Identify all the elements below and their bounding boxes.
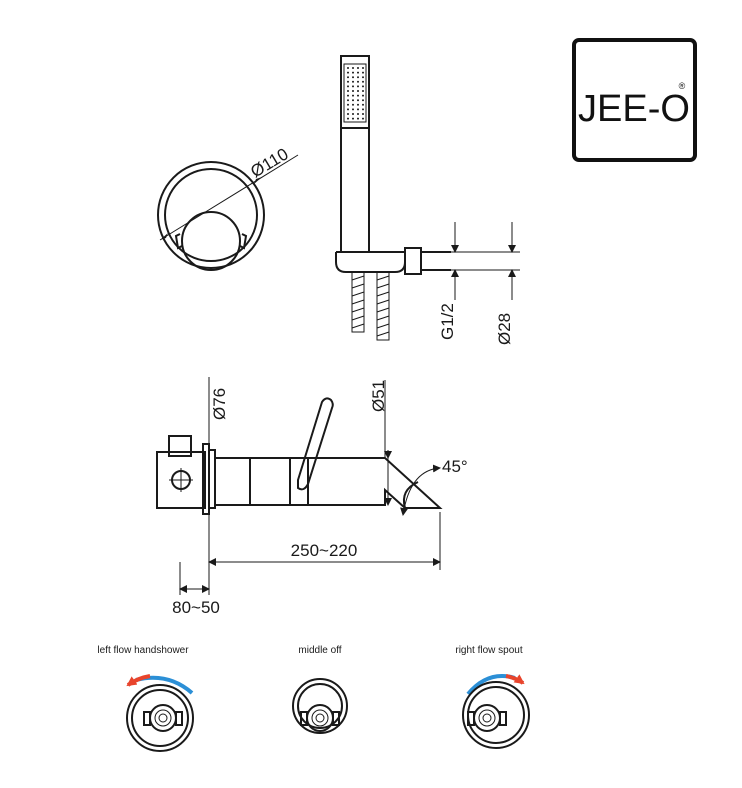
spray-nozzle-dot	[357, 85, 359, 88]
spray-nozzle-dot	[352, 103, 354, 106]
spray-nozzle-dot	[362, 99, 364, 102]
spray-nozzle-dot	[357, 113, 359, 115]
position-right-flow: right flow spout	[455, 645, 530, 749]
spray-nozzle-dot	[347, 90, 349, 92]
spray-nozzle-dot	[347, 71, 349, 74]
spray-nozzle-dot	[362, 94, 364, 97]
spray-nozzle-dot	[352, 76, 354, 79]
spray-nozzle-dot	[347, 117, 349, 120]
spray-nozzle-dot	[347, 85, 349, 88]
angle-label: 45°	[442, 457, 468, 476]
spray-nozzle-dot	[357, 67, 359, 69]
spray-nozzle-dot	[362, 67, 364, 69]
spray-nozzle-dot	[352, 99, 354, 102]
depth-label: 80~50	[172, 598, 220, 617]
registered-mark: ®	[679, 81, 686, 91]
spray-nozzle-dot	[362, 117, 364, 120]
spray-nozzle-dot	[352, 67, 354, 69]
position-label-middle: middle off	[298, 645, 341, 656]
spray-nozzle-dot	[357, 76, 359, 79]
hose-right	[376, 271, 390, 341]
brand-logo: JEE-O ®	[572, 38, 697, 162]
spray-nozzle-dot	[347, 99, 349, 102]
spray-nozzle-dot	[347, 103, 349, 106]
spray-nozzle-dot	[362, 80, 364, 83]
spray-nozzle-dot	[357, 94, 359, 97]
spray-nozzle-dot	[347, 67, 349, 69]
ring-diameter-label: Ø110	[247, 144, 291, 181]
spray-nozzle-dot	[347, 113, 349, 115]
mixer-side-view: Ø76 Ø51 45° 250~220 80~50	[156, 377, 468, 617]
position-middle-off: middle off	[292, 645, 348, 734]
spray-nozzle-dot	[362, 113, 364, 115]
holder-diameter-label: Ø28	[495, 313, 514, 345]
spray-nozzle-dot	[357, 71, 359, 74]
spray-nozzle-dot	[347, 76, 349, 79]
spray-nozzle-dot	[352, 85, 354, 88]
spray-nozzle-dot	[347, 80, 349, 83]
spray-nozzle-dot	[352, 108, 354, 111]
spray-nozzle-dot	[362, 76, 364, 79]
spray-nozzle-dot	[357, 99, 359, 102]
spray-nozzle-dot	[362, 103, 364, 106]
spray-nozzle-dot	[347, 94, 349, 97]
spout-diameter-label: Ø51	[369, 380, 388, 412]
body-diameter-label: Ø76	[210, 388, 229, 420]
position-label-left: left flow handshower	[97, 645, 189, 656]
spray-nozzle-dot	[362, 90, 364, 92]
position-label-right: right flow spout	[455, 645, 522, 656]
spray-nozzle-dot	[357, 103, 359, 106]
spray-nozzle-dot	[347, 108, 349, 111]
hose-left	[351, 271, 365, 333]
spray-nozzle-dot	[357, 80, 359, 83]
spray-nozzle-dot	[352, 80, 354, 83]
position-left-flow: left flow handshower	[97, 645, 194, 752]
spray-nozzle-dot	[357, 108, 359, 111]
spray-nozzle-dot	[357, 117, 359, 120]
length-label: 250~220	[291, 541, 358, 560]
handshower-side-view: G1/2 Ø28	[335, 55, 520, 345]
spray-nozzle-dot	[362, 71, 364, 74]
spray-nozzle-dot	[352, 117, 354, 120]
thread-size-label: G1/2	[438, 303, 457, 340]
spray-nozzles	[347, 67, 364, 120]
spray-nozzle-dot	[362, 108, 364, 111]
spray-nozzle-dot	[362, 85, 364, 88]
spray-nozzle-dot	[352, 113, 354, 115]
spray-nozzle-dot	[352, 90, 354, 92]
ring-front-view: Ø110	[157, 144, 299, 271]
spray-nozzle-dot	[357, 90, 359, 92]
brand-logo-text: JEE-O	[578, 88, 690, 130]
spray-nozzle-dot	[352, 71, 354, 74]
spray-nozzle-dot	[352, 94, 354, 97]
